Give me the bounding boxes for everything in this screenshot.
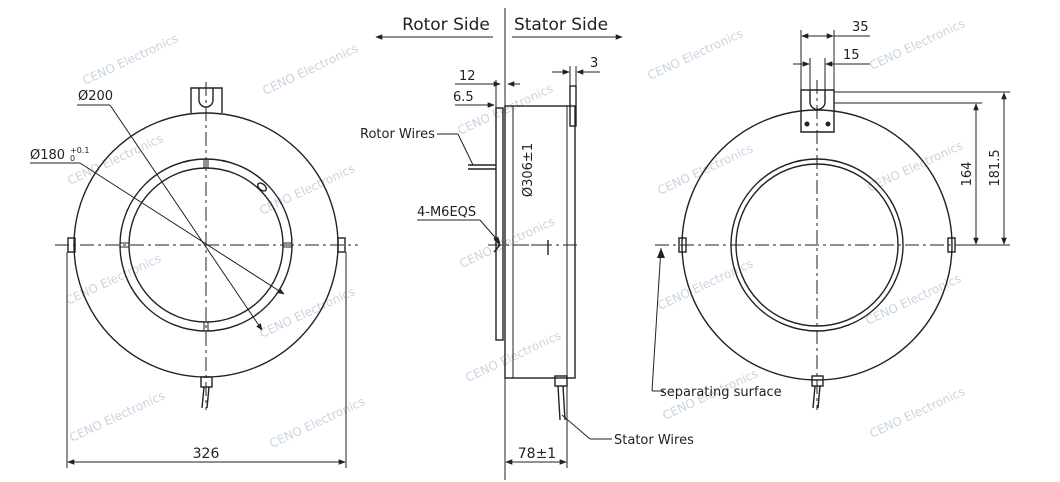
front-inner-ring-bore bbox=[128, 167, 284, 323]
front-bolt-left bbox=[67, 237, 76, 253]
rear-view: 35 15 164 181.5 separating surface bbox=[651, 20, 1010, 410]
side-view: Rotor Side Stator Side 12 6.5 3 bbox=[360, 8, 694, 480]
front-bottom-connector bbox=[200, 376, 213, 388]
rear-bolt-left bbox=[678, 237, 687, 253]
rear-bracket-screw bbox=[825, 121, 831, 127]
width-label: 326 bbox=[193, 446, 220, 462]
dia180-tol-upper: +0.1 bbox=[70, 146, 89, 155]
rear-inner-ring-outer bbox=[730, 158, 904, 332]
stator-wires-label: Stator Wires bbox=[614, 433, 694, 448]
watermark: CENO Electronics bbox=[67, 388, 167, 444]
front-bottom-wire bbox=[201, 386, 205, 409]
dim3-label: 3 bbox=[590, 56, 598, 71]
rotor-side-label: Rotor Side bbox=[402, 15, 490, 35]
dia180-label: Ø180 bbox=[30, 148, 65, 163]
front-set-screw bbox=[257, 182, 267, 192]
thread-label: 4-M6EQS bbox=[417, 205, 476, 220]
stator-side-label: Stator Side bbox=[514, 15, 608, 35]
rotor-wires-label: Rotor Wires bbox=[360, 127, 435, 142]
watermark: CENO Electronics bbox=[80, 31, 180, 87]
stator-bracket-tab bbox=[569, 85, 577, 127]
watermark: CENO Electronics bbox=[457, 214, 557, 270]
watermark: CENO Electronics bbox=[863, 271, 963, 327]
front-inner-ring-outer bbox=[119, 158, 293, 332]
front-top-bracket bbox=[190, 87, 223, 113]
main-body bbox=[504, 105, 576, 379]
rear-inner-ring-bore bbox=[735, 163, 899, 327]
watermark: CENO Electronics bbox=[260, 41, 360, 97]
rear-bottom-wire bbox=[817, 385, 821, 409]
separating-surface-arrowhead bbox=[657, 248, 665, 258]
dia180-tol-lower: 0 bbox=[70, 154, 75, 163]
rotor-flange bbox=[495, 107, 504, 341]
front-view: Ø200 Ø180 +0.1 0 326 bbox=[30, 82, 358, 468]
dim12-label: 12 bbox=[459, 69, 476, 84]
separating-surface-leader bbox=[651, 247, 662, 392]
watermarks: CENO Electronics CENO Electronics CENO E… bbox=[63, 16, 967, 450]
stator-wires-leader bbox=[561, 414, 591, 440]
dim6_5-label: 6.5 bbox=[453, 90, 474, 105]
dim35-label: 35 bbox=[852, 20, 869, 35]
length-label: 78±1 bbox=[518, 446, 556, 462]
dim181-label: 181.5 bbox=[988, 149, 1003, 186]
dia200-leader bbox=[109, 104, 263, 331]
watermark: CENO Electronics bbox=[267, 394, 367, 450]
stator-wire bbox=[562, 385, 566, 421]
front-bottom-wire bbox=[206, 386, 210, 409]
dia180-leader bbox=[79, 162, 285, 295]
watermark: CENO Electronics bbox=[645, 26, 745, 82]
rear-bolt-right bbox=[947, 237, 956, 253]
dia200-label: Ø200 bbox=[78, 89, 113, 104]
rear-bottom-connector bbox=[811, 375, 824, 387]
watermark: CENO Electronics bbox=[867, 384, 967, 440]
front-bolt-right bbox=[337, 237, 346, 253]
rear-bracket-screw bbox=[804, 121, 810, 127]
dim164-label: 164 bbox=[960, 162, 975, 187]
thread-leader bbox=[479, 219, 501, 244]
watermark: CENO Electronics bbox=[867, 16, 967, 72]
watermark: CENO Electronics bbox=[257, 284, 357, 340]
stator-wire bbox=[557, 385, 561, 421]
dim15-label: 15 bbox=[843, 48, 860, 63]
rear-bottom-wire bbox=[812, 385, 816, 409]
dia306-label: Ø306±1 bbox=[521, 143, 536, 197]
separating-surface-label: separating surface bbox=[660, 385, 782, 400]
rotor-wires-leader bbox=[457, 133, 474, 166]
